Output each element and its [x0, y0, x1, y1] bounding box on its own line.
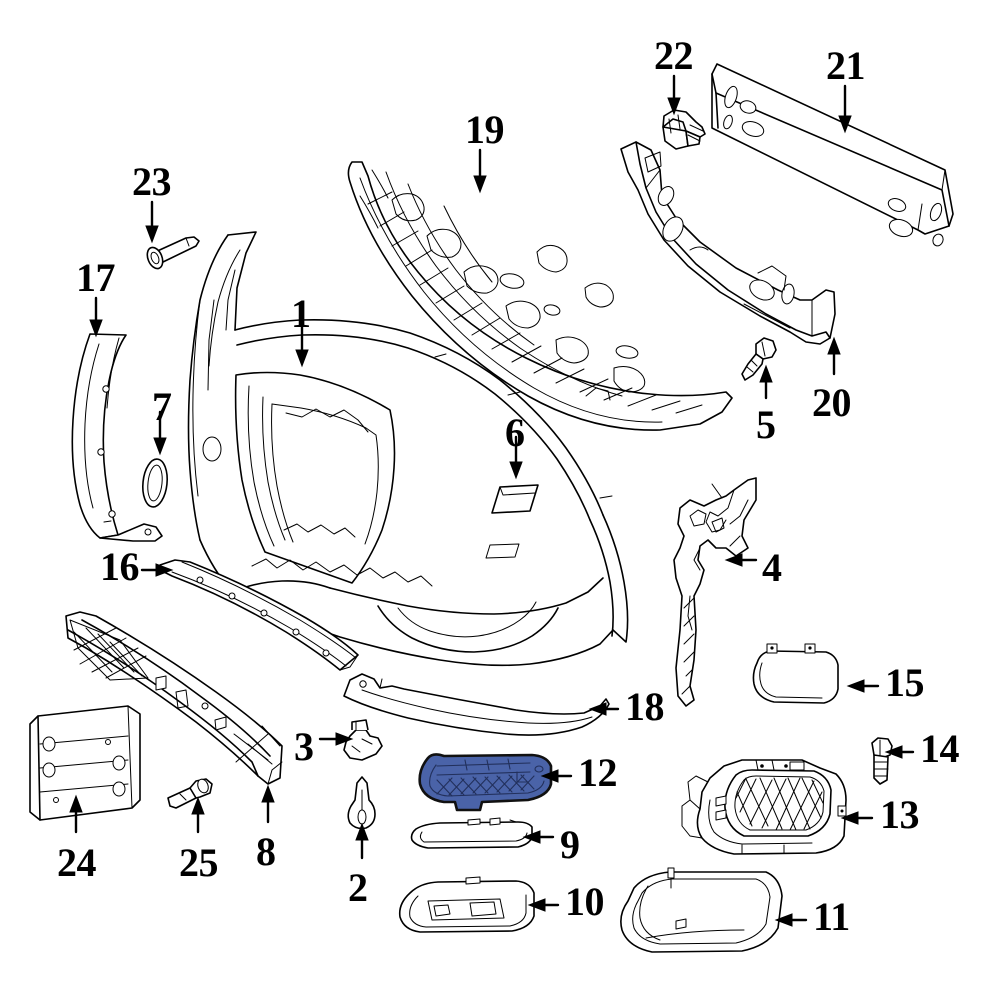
- callout-label-21[interactable]: 21: [826, 43, 866, 88]
- part-25-rivet-fastener: [167, 778, 213, 809]
- part-13-fog-lamp-grille-surround: [681, 759, 847, 855]
- arrow-11: [774, 913, 808, 927]
- arrow-21: [838, 84, 852, 134]
- part-12-air-inlet-grille-insert: [418, 753, 553, 812]
- part-21-bumper-reinforcement-beam: [711, 63, 954, 247]
- arrow-12: [540, 769, 573, 783]
- part-22-hex-flange-bolt: [662, 109, 706, 150]
- arrow-7: [153, 410, 167, 456]
- part-11-fog-lamp-housing-bezel: [620, 867, 783, 953]
- arrow-13: [840, 811, 874, 825]
- arrow-10: [527, 898, 560, 912]
- part-24-license-plate-bracket: [29, 705, 141, 821]
- callout-label-13[interactable]: 13: [880, 792, 920, 837]
- callout-label-23[interactable]: 23: [132, 159, 172, 204]
- arrow-2: [355, 822, 369, 860]
- callout-label-6[interactable]: 6: [505, 410, 525, 455]
- callout-label-11[interactable]: 11: [813, 894, 850, 939]
- part-10-lower-bezel-trim: [398, 876, 535, 933]
- callout-label-9[interactable]: 9: [560, 822, 580, 867]
- callout-arrows: [69, 74, 915, 927]
- arrow-20: [827, 336, 841, 376]
- callout-label-7[interactable]: 7: [152, 384, 172, 429]
- arrow-25: [191, 796, 205, 834]
- callout-label-12[interactable]: 12: [578, 750, 618, 795]
- part-8-lower-grille-support: [65, 611, 283, 785]
- arrow-24: [69, 794, 83, 834]
- callout-label-19[interactable]: 19: [465, 107, 505, 152]
- callout-label-4[interactable]: 4: [762, 545, 782, 590]
- arrow-17: [89, 296, 103, 338]
- arrow-8: [261, 784, 275, 824]
- callout-label-17[interactable]: 17: [76, 255, 116, 300]
- arrow-18: [588, 702, 620, 716]
- callout-label-2[interactable]: 2: [348, 865, 368, 910]
- callout-label-5[interactable]: 5: [756, 402, 776, 447]
- part-20-impact-absorber-bar: [620, 141, 836, 345]
- part-18-front-air-dam-spoiler: [343, 673, 610, 736]
- arrow-3: [318, 732, 354, 746]
- callout-label-24[interactable]: 24: [57, 840, 97, 885]
- part-4-bumper-side-bracket: [673, 477, 757, 707]
- part-1-front-bumper-cover: [187, 231, 629, 667]
- callout-label-8[interactable]: 8: [256, 829, 276, 874]
- part-19-engine-splash-shield: [347, 161, 733, 431]
- part-5-hex-flange-screw: [741, 337, 777, 381]
- arrow-4: [724, 553, 758, 567]
- callout-label-3[interactable]: 3: [294, 724, 314, 769]
- arrow-16: [140, 563, 174, 577]
- part-14-flange-bolt: [871, 737, 893, 785]
- arrow-19: [473, 148, 487, 194]
- callout-label-20[interactable]: 20: [812, 380, 852, 425]
- arrow-6: [509, 435, 523, 480]
- callout-label-1[interactable]: 1: [291, 291, 311, 336]
- callout-label-22[interactable]: 22: [654, 33, 694, 78]
- callout-label-18[interactable]: 18: [625, 684, 665, 729]
- part-2-push-pin-retainer: [347, 776, 376, 830]
- part-15-tow-eye-cover-cap: [752, 643, 839, 704]
- part-16-bumper-reinforcement-strip: [159, 559, 359, 671]
- part-9-upper-bezel-trim: [410, 817, 533, 849]
- callout-label-16[interactable]: 16: [100, 544, 140, 589]
- callout-label-25[interactable]: 25: [179, 840, 219, 885]
- arrow-5: [759, 364, 773, 400]
- arrow-22: [667, 74, 681, 116]
- part-3-stud-clip-nut: [343, 719, 383, 761]
- arrow-23: [145, 200, 159, 244]
- arrow-15: [846, 679, 880, 693]
- arrow-1: [295, 316, 309, 368]
- arrow-9: [522, 830, 555, 844]
- callout-label-15[interactable]: 15: [885, 660, 925, 705]
- part-23-dowel-pin: [146, 236, 200, 270]
- arrow-14: [884, 745, 915, 759]
- part-17-fender-liner-extension: [71, 333, 163, 542]
- callout-label-10[interactable]: 10: [565, 879, 605, 924]
- callout-label-14[interactable]: 14: [920, 726, 960, 771]
- part-7-grommet-plug: [142, 458, 168, 508]
- part-6-tow-hook-access-cover: [485, 484, 539, 559]
